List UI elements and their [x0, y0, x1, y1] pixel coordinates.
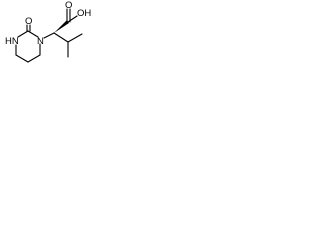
atom-label-n: N — [37, 36, 44, 47]
bond-n1-calpha — [43, 32, 55, 39]
bond-ring-c2-n1 — [27, 30, 39, 38]
bond-isopropyl-methyl-1 — [67, 33, 83, 43]
bond-ring-c6-c5 — [27, 54, 41, 63]
bond-calpha-isopropyl — [53, 32, 69, 43]
stereo-wedge-bond — [54, 20, 69, 33]
chemical-structure-diagram: OH O HN N O — [5, 0, 91, 63]
bond-ring-n3-c2 — [17, 30, 29, 38]
atom-label-urea-o: O — [25, 16, 32, 27]
bond-acid-c-oh — [67, 15, 78, 23]
bond-ring-c5-c4 — [15, 54, 29, 63]
atom-label-oh: OH — [77, 8, 91, 19]
atom-label-acid-o: O — [65, 0, 72, 11]
atom-label-hn: HN — [5, 36, 19, 47]
